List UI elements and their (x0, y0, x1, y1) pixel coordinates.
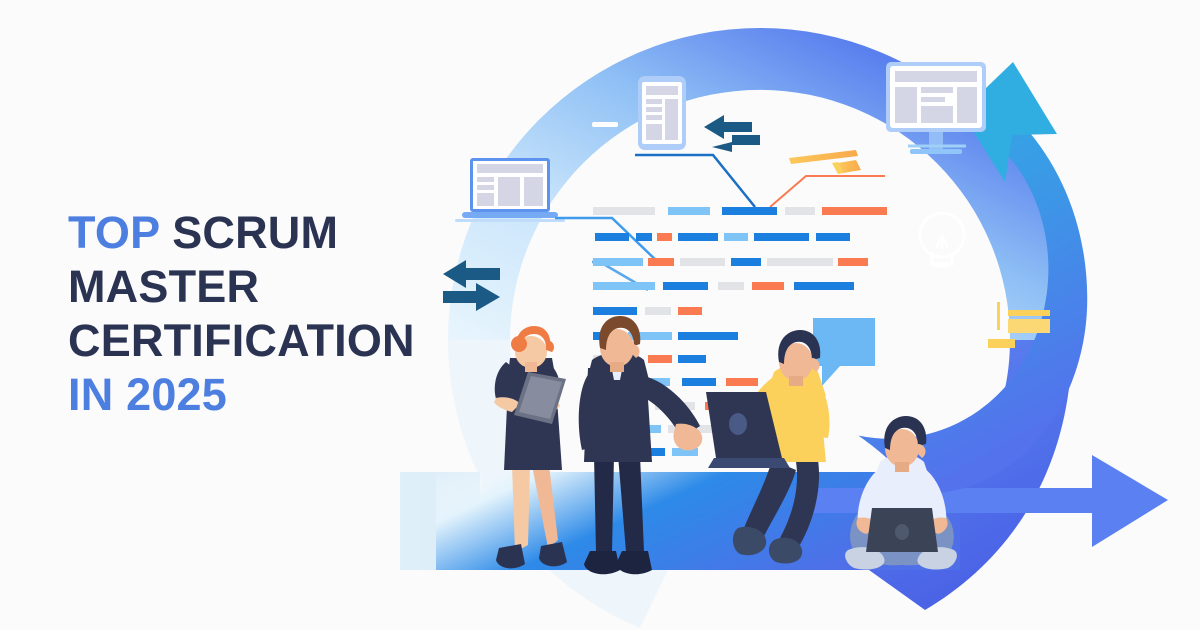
code-bar (657, 233, 672, 241)
code-bar (680, 258, 725, 266)
title-accent-top: TOP (68, 207, 160, 258)
title-line-3: CERTIFICATION (68, 315, 415, 366)
code-bar (668, 207, 710, 215)
page-title: TOP SCRUM MASTER CERTIFICATION IN 2025 (68, 206, 468, 422)
title-line-2: MASTER (68, 261, 260, 312)
code-bar (822, 207, 887, 215)
code-bar (682, 378, 716, 386)
yellow-accent-top (789, 150, 861, 174)
bottom-arrow (800, 455, 1168, 547)
code-bar (678, 307, 702, 315)
code-bar (678, 355, 706, 363)
title-word-scrum: SCRUM (172, 207, 339, 258)
man-in-suit (578, 316, 703, 575)
code-bar (648, 355, 672, 363)
man-yellow-sweater (706, 330, 830, 564)
code-bar (726, 378, 758, 386)
phone-mockup (592, 76, 686, 150)
code-bar (794, 282, 854, 290)
code-bar (648, 258, 674, 266)
code-bar (678, 332, 738, 340)
code-bar (663, 282, 708, 290)
code-bar (595, 233, 629, 241)
code-bar (785, 207, 815, 215)
code-bar (678, 233, 718, 241)
speech-bubble (813, 318, 875, 386)
lightbulb-icon (918, 211, 966, 268)
code-bar (593, 282, 655, 290)
code-bar (724, 233, 748, 241)
woman-with-tablet (494, 326, 567, 569)
code-bar (767, 258, 833, 266)
code-bar (628, 332, 672, 340)
code-bar (718, 282, 744, 290)
code-bar (593, 207, 655, 215)
monitor-mockup (886, 62, 986, 154)
exchange-arrows-icon (443, 115, 760, 311)
code-bar (752, 282, 784, 290)
code-bar (816, 233, 850, 241)
code-bar (722, 207, 777, 215)
code-bar (593, 258, 643, 266)
title-line-4: IN 2025 (68, 369, 228, 420)
title-line-1: TOP SCRUM (68, 206, 468, 260)
man-cross-legged (845, 416, 957, 570)
code-bar (731, 258, 761, 266)
code-bar (593, 307, 637, 315)
code-bar (838, 258, 868, 266)
code-bar (754, 233, 809, 241)
code-bar (645, 307, 671, 315)
code-bar (636, 233, 652, 241)
yellow-accent-card (988, 302, 1050, 348)
code-bar (672, 448, 698, 456)
laptop-mockup (455, 158, 565, 222)
